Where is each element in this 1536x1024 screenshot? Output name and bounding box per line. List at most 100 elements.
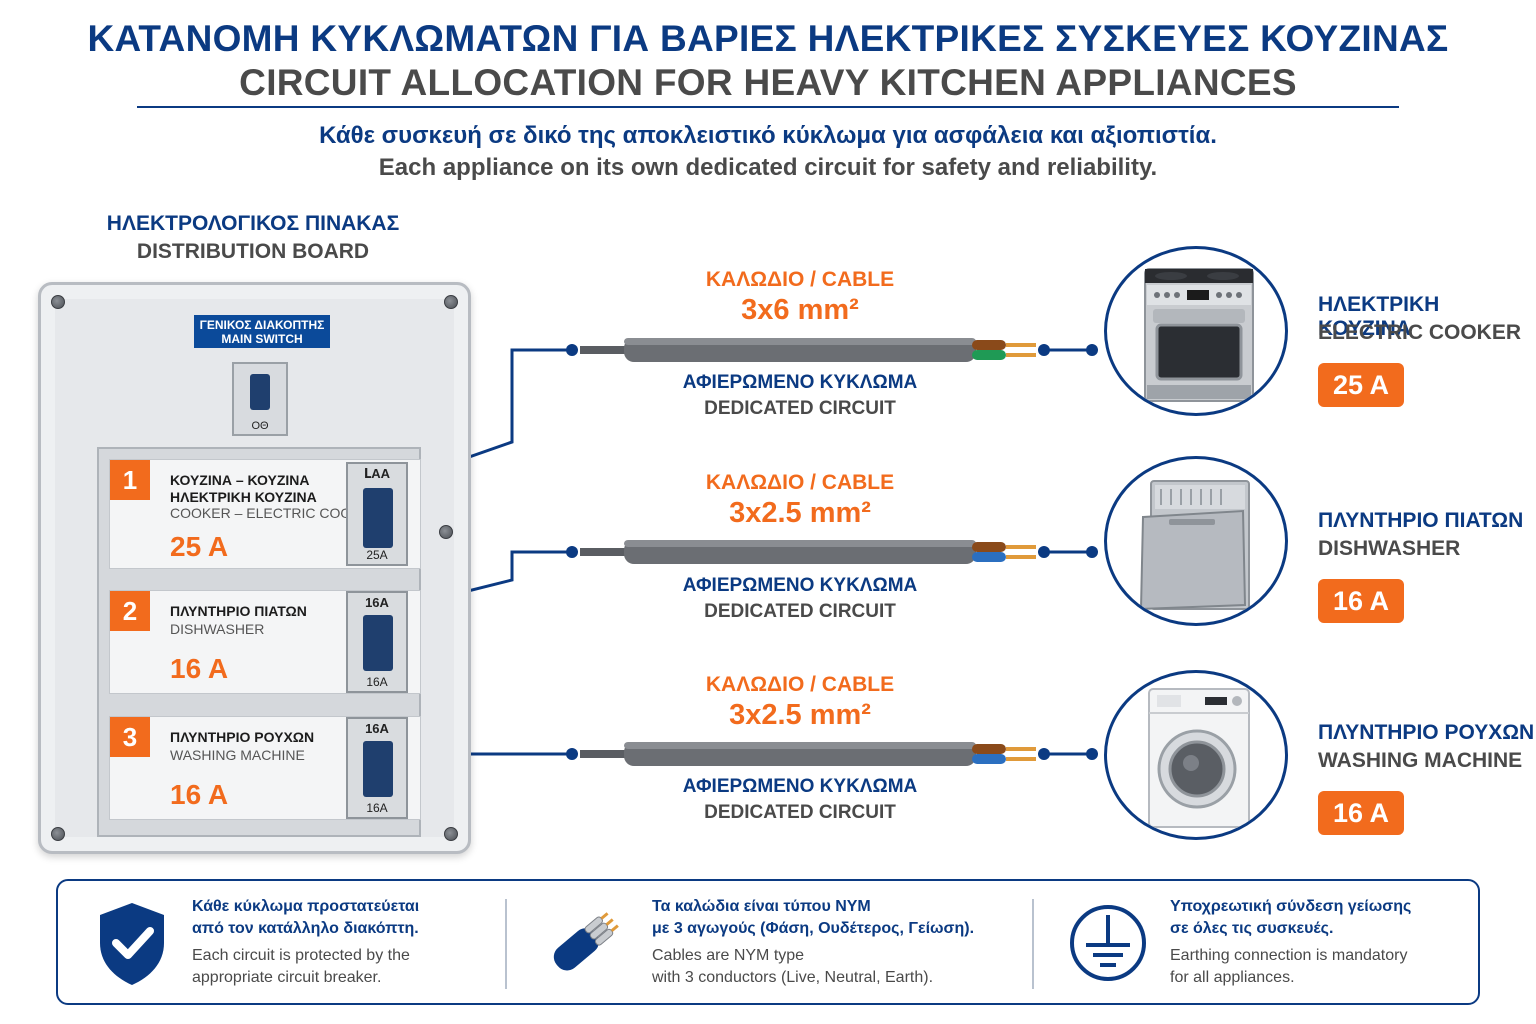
circuit-name-english: WASHING MACHINE — [170, 747, 305, 763]
circuit-name-greek: ΠΛΥΝΤΗΡΙΟ ΠΙΑΤΩΝ — [170, 603, 307, 619]
wire-circuit-2 — [431, 550, 572, 602]
cable-1 — [580, 338, 1036, 362]
cable-size: 3x2.5 mm² — [729, 699, 871, 731]
cable-label: ΚΑΛΩΔΙΟ / CABLE — [705, 268, 895, 291]
footer-note-1-greek-line-2: από τον κατάλληλο διακόπτη. — [192, 920, 419, 937]
circuit-breaker-2[interactable]: 16A 16A — [346, 591, 408, 693]
cable-size: 3x6 mm² — [741, 294, 859, 326]
breaker-rating-bottom: 16A — [366, 675, 388, 689]
title-divider — [137, 106, 1399, 108]
footer-note-1-greek-line-1: Κάθε κύκλωμα προστατεύεται — [192, 898, 420, 915]
page-title-english: CIRCUIT ALLOCATION FOR HEAVY KITCHEN APP… — [239, 62, 1297, 103]
dedicated-circuit-english: DEDICATED CIRCUIT — [704, 398, 896, 419]
washing-machine-icon — [1104, 670, 1288, 840]
earth-ground-icon — [1070, 905, 1146, 981]
wire-node — [566, 748, 578, 760]
main-switch-toggle[interactable] — [250, 374, 270, 410]
circuit-breaker-1[interactable]: ԼAA 25A — [346, 462, 408, 566]
circuit-name-greek: ΠΛΥΝΤΗΡΙΟ ΡΟΥΧΩΝ — [170, 729, 315, 745]
circuit-number: 2 — [110, 591, 150, 631]
shield-check-icon — [100, 903, 164, 985]
main-switch-mark: ΟΘ — [251, 420, 269, 432]
footer-note-3-greek-line-2: σε όλες τις συσκευές. — [1170, 920, 1334, 937]
appliance-name-greek: ΗΛΕΚΤΡΙΚΗ ΚΟΥΖΙΝΑ — [1318, 293, 1440, 340]
dedicated-circuit-greek: ΑΦΙΕΡΩΜΕΝΟ ΚΥΚΛΩΜΑ — [682, 776, 918, 797]
circuit-row-3: 3 ΠΛΥΝΤΗΡΙΟ ΡΟΥΧΩΝ WASHING MACHINE 16 A … — [109, 716, 421, 820]
distribution-board: ΓΕΝΙΚΟΣ ΔΙΑΚΟΠΤΗΣ MAIN SWITCH ΟΘ 1 ΚΟΥΖΙ… — [38, 282, 471, 854]
breaker-rating-top: 16A — [365, 595, 389, 610]
circuit-name-english: DISHWASHER — [170, 621, 265, 637]
cable-label: ΚΑΛΩΔΙΟ / CABLE — [705, 471, 895, 494]
circuit-name-greek-line-2: ΗΛΕΚΤΡΙΚΗ ΚΟΥΖΙΝΑ — [170, 489, 317, 505]
screw-icon — [444, 827, 458, 841]
main-switch[interactable]: ΟΘ — [232, 362, 288, 436]
cable-size: 3x2.5 mm² — [729, 497, 871, 529]
circuit-amperage: 16 A — [170, 653, 229, 684]
breaker-toggle[interactable] — [363, 741, 393, 797]
main-switch-label-greek: ΓΕΝΙΚΟΣ ΔΙΑΚΟΠΤΗΣ — [199, 318, 325, 332]
subtitle-english: Each appliance on its own dedicated circ… — [378, 154, 1158, 181]
dedicated-circuit-greek: ΑΦΙΕΡΩΜΕΝΟ ΚΥΚΛΩΜΑ — [682, 372, 918, 393]
circuit-amperage: 25 A — [170, 531, 229, 562]
footer-note-1-greek: Κάθε κύκλωμα προστατεύεται από τον κατάλ… — [192, 896, 419, 940]
info-footer: Κάθε κύκλωμα προστατεύεται από τον κατάλ… — [56, 879, 1480, 1005]
footer-note-3-greek-line-1: Υποχρεωτική σύνδεση γείωσης — [1170, 898, 1412, 915]
cable-icon — [553, 912, 619, 971]
wire-node — [566, 546, 578, 558]
footer-note-2-english-line-2: with 3 conductors (Live, Neutral, Earth)… — [652, 969, 934, 986]
board-label-greek: ΗΛΕΚΤΡΟΛΟΓΙΚΟΣ ΠΙΝΑΚΑΣ — [106, 212, 400, 235]
footer-note-1-english: Each circuit is protected by the appropr… — [192, 945, 410, 989]
circuit-number: 3 — [110, 717, 150, 757]
circuit-name-greek: ΚΟΥΖΙΝΑ – ΚΟΥΖΙΝΑ ΗΛΕΚΤΡΙΚΗ ΚΟΥΖΙΝΑ — [170, 472, 317, 506]
footer-note-1-english-line-2: appropriate circuit breaker. — [192, 969, 382, 986]
breaker-rating-top: ԼAA — [363, 466, 391, 481]
appliance-name-greek: ΠΛΥΝΤΗΡΙΟ ΡΟΥΧΩΝ — [1318, 721, 1535, 744]
breaker-rating-bottom: 25A — [366, 548, 388, 562]
dedicated-circuit-greek: ΑΦΙΕΡΩΜΕΝΟ ΚΥΚΛΩΜΑ — [682, 575, 918, 596]
main-switch-label: ΓΕΝΙΚΟΣ ΔΙΑΚΟΠΤΗΣ MAIN SWITCH — [194, 315, 330, 348]
screw-icon — [51, 827, 65, 841]
cable-3 — [580, 742, 1036, 766]
screw-icon — [51, 295, 65, 309]
wire-node — [1038, 748, 1050, 760]
appliance-amperage-badge: 16 A — [1318, 579, 1404, 623]
electric-cooker-icon — [1104, 246, 1288, 416]
screw-icon — [439, 525, 453, 539]
breaker-rating-bottom: 16A — [366, 801, 388, 815]
footer-divider — [505, 899, 507, 989]
footer-note-3-greek: Υποχρεωτική σύνδεση γείωσης σε όλες τις … — [1170, 896, 1411, 940]
dishwasher-icon — [1104, 456, 1288, 626]
cable-2 — [580, 540, 1036, 564]
footer-note-2-greek: Τα καλώδια είναι τύπου NYM με 3 αγωγούς … — [652, 896, 974, 940]
breaker-toggle[interactable] — [363, 488, 393, 548]
footer-note-2-english-line-1: Cables are NYM type — [652, 947, 805, 964]
breaker-toggle[interactable] — [363, 615, 393, 671]
footer-note-3-english-line-2: for all appliances. — [1170, 969, 1295, 986]
wire-circuit-1 — [431, 348, 572, 472]
footer-note-3-english-line-1: Earthing connection is mandatory — [1170, 947, 1408, 964]
breaker-rating-top: 16A — [365, 721, 389, 736]
circuit-name-greek-line-1: ΚΟΥΖΙΝΑ – ΚΟΥΖΙΝΑ — [170, 472, 310, 488]
board-label-english: DISTRIBUTION BOARD — [136, 240, 370, 263]
appliance-name-greek: ΠΛΥΝΤΗΡΙΟ ΠΙΑΤΩΝ — [1318, 509, 1524, 532]
circuit-breaker-3[interactable]: 16A 16A — [346, 717, 408, 819]
wire-node — [566, 344, 578, 356]
cable-label: ΚΑΛΩΔΙΟ / CABLE — [705, 673, 895, 696]
subtitle-greek: Κάθε συσκευή σε δικό της αποκλειστικό κύ… — [319, 122, 1217, 149]
footer-note-2-greek-line-1: Τα καλώδια είναι τύπου NYM — [652, 898, 871, 915]
circuit-number: 1 — [110, 460, 150, 500]
wire-node — [1038, 546, 1050, 558]
footer-note-2-english: Cables are NYM type with 3 conductors (L… — [652, 945, 933, 989]
footer-note-2-greek-line-2: με 3 αγωγούς (Φάση, Ουδέτερος, Γείωση). — [652, 920, 975, 937]
page-title-greek: ΚΑΤΑΝΟΜΗ ΚΥΚΛΩΜΑΤΩΝ ΓΙΑ ΒΑΡΙΕΣ ΗΛΕΚΤΡΙΚΕ… — [87, 18, 1449, 59]
appliance-amperage-badge: 16 A — [1318, 791, 1404, 835]
appliance-name-english: WASHING MACHINE — [1318, 749, 1523, 772]
dedicated-circuit-english: DEDICATED CIRCUIT — [704, 601, 896, 622]
circuit-amperage: 16 A — [170, 779, 229, 810]
footer-note-1-english-line-1: Each circuit is protected by the — [192, 947, 410, 964]
screw-icon — [444, 295, 458, 309]
circuit-name-english: COOKER – ELECTRIC COOKER — [170, 505, 381, 521]
wire-node — [1086, 344, 1098, 356]
wire-node — [1086, 748, 1098, 760]
main-switch-label-english: MAIN SWITCH — [221, 332, 303, 346]
